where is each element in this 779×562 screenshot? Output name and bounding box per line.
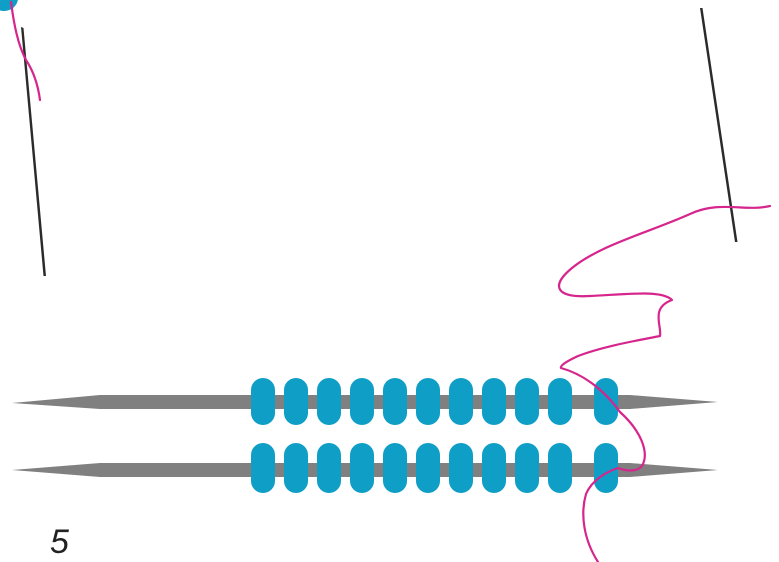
bead xyxy=(594,443,618,493)
bead xyxy=(548,378,572,425)
upper-bead-row xyxy=(251,378,618,425)
bead xyxy=(251,378,275,425)
bead xyxy=(515,378,539,425)
bead xyxy=(449,443,473,493)
bead xyxy=(548,443,572,493)
bead xyxy=(284,443,308,493)
bead xyxy=(594,378,618,425)
lower-bead-row xyxy=(251,443,618,493)
bead xyxy=(416,378,440,425)
step-number: 5 xyxy=(50,522,69,562)
bead xyxy=(515,443,539,493)
bead xyxy=(350,443,374,493)
bead xyxy=(416,443,440,493)
bead xyxy=(317,443,341,493)
bead xyxy=(317,378,341,425)
corner-bead xyxy=(0,0,18,11)
bead xyxy=(251,443,275,493)
left-needle xyxy=(21,27,46,276)
bead xyxy=(350,378,374,425)
bead xyxy=(383,443,407,493)
bead xyxy=(284,378,308,425)
bead xyxy=(482,443,506,493)
bead xyxy=(449,378,473,425)
bead xyxy=(482,378,506,425)
bead xyxy=(383,378,407,425)
right-thread xyxy=(559,206,770,562)
